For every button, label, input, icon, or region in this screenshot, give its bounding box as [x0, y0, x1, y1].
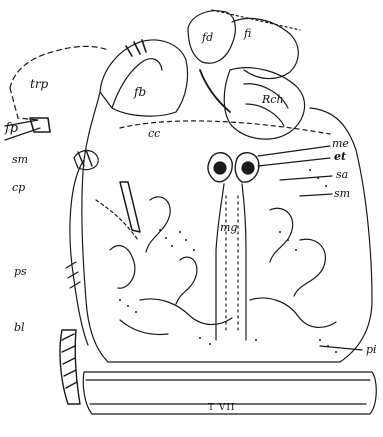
fi-dotted: [212, 10, 300, 30]
label-ps: ps: [14, 266, 27, 277]
label-pi: pi: [366, 344, 377, 355]
label-tvii: T VII: [208, 404, 235, 413]
label-sm-left: sm: [12, 154, 28, 165]
left-flank: [70, 160, 88, 345]
fb-inner: [112, 59, 162, 108]
mg-channel: [216, 184, 246, 340]
sa-leader: [280, 176, 332, 180]
fold-5: [176, 257, 197, 304]
stipple-dots: [119, 169, 337, 353]
label-trp: trp: [30, 78, 48, 90]
fold-2: [146, 197, 170, 252]
cp-dashes: [96, 200, 138, 240]
sm-left-ring: [74, 151, 98, 170]
label-fd: fd: [202, 32, 213, 43]
rch-shade: [200, 70, 230, 112]
label-cp: cp: [12, 182, 25, 193]
label-fb: fb: [134, 86, 146, 98]
mg-channel-inner: [226, 196, 238, 330]
fold-3: [270, 208, 293, 262]
fold-4: [294, 239, 325, 296]
fold-1: [110, 246, 135, 289]
trp-dashed-outline: [10, 46, 108, 88]
ps-mark: [66, 262, 80, 288]
label-et: et: [334, 151, 346, 162]
fold-6: [140, 299, 232, 325]
label-mg: mg: [220, 222, 237, 233]
label-fp: fp: [5, 122, 18, 135]
fold-8: [120, 320, 168, 334]
label-sa: sa: [336, 169, 348, 180]
me-leader: [258, 146, 330, 156]
sm-right-leader: [300, 194, 332, 196]
et-right-pupil: [242, 162, 254, 174]
bl-pillar: [60, 330, 80, 404]
trp-dashed-outline-lower: [10, 88, 38, 120]
label-sm-right: sm: [334, 188, 350, 199]
fold-7: [250, 298, 336, 327]
label-fi: fi: [244, 28, 251, 39]
label-bl: bl: [14, 322, 25, 333]
label-cc: cc: [148, 128, 160, 139]
fb-hatch: [126, 40, 146, 56]
et-left-pupil: [214, 162, 226, 174]
cp-tube: [120, 182, 140, 232]
label-me: me: [332, 138, 349, 149]
label-rch: Rch: [262, 94, 284, 105]
et-leader: [258, 158, 330, 166]
